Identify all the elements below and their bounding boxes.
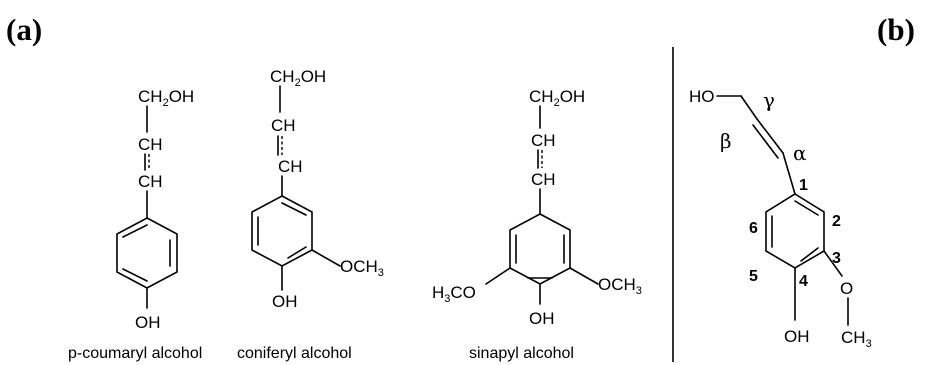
mol3-caption: sinapyl alcohol (469, 345, 574, 362)
mol2-top-group: CH2OH (270, 67, 326, 89)
mol1-bottom-oh: OH (135, 313, 161, 332)
ns-position-3: 3 (832, 250, 841, 267)
molecule-sinapyl-alcohol: CH2OH CH CH OCH3 H3CO OH sinapyl alcohol (432, 87, 642, 362)
mol2-bottom-oh: OH (272, 292, 298, 311)
ns-benzene-ring (765, 193, 825, 269)
ns-position-5: 5 (749, 268, 758, 285)
ns-position-2: 2 (832, 213, 841, 230)
mol3-right-och3: OCH3 (598, 275, 642, 297)
ns-top-ho: HO (689, 87, 715, 106)
ns-ether-o: O (840, 279, 853, 298)
ns-position-4: 4 (799, 273, 808, 290)
mol1-chain-lower: CH (138, 172, 163, 191)
mol2-right-och3: OCH3 (340, 257, 384, 279)
mol2-chain-lower: CH (278, 157, 303, 176)
ns-beta-label: β (720, 129, 732, 153)
mol3-left-h3co: H3CO (432, 283, 476, 305)
mol1-top-group: CH2OH (138, 87, 194, 109)
mol2-caption: coniferyl alcohol (237, 345, 352, 362)
ns-gamma-label: γ (763, 88, 775, 112)
numbered-structure: HO γ β α 1 2 3 4 5 6 OH O CH3 (689, 87, 872, 350)
ns-alpha-label: α (793, 141, 807, 165)
mol2-chain-upper: CH (271, 116, 296, 135)
mol3-top-group: CH2OH (529, 87, 585, 109)
mol3-chain-lower: CH (531, 170, 556, 189)
mol3-chain-upper: CH (531, 131, 556, 150)
mol3-bottom-oh: OH (529, 309, 555, 328)
ns-position-6: 6 (749, 220, 758, 237)
panel-label-b: (b) (877, 12, 915, 47)
ns-methyl: CH3 (841, 328, 872, 350)
ns-bottom-oh: OH (784, 327, 810, 346)
molecule-p-coumaryl-alcohol: CH2OH CH CH OH p-coumaryl alcohol (68, 87, 202, 362)
mol3-benzene-ring (509, 213, 571, 285)
mol1-caption: p-coumaryl alcohol (68, 345, 202, 362)
mol2-benzene-ring (251, 195, 313, 267)
molecule-coniferyl-alcohol: CH2OH CH CH OCH3 OH coniferyl alcohol (237, 67, 384, 362)
ns-position-1: 1 (799, 177, 808, 194)
mol1-chain-upper: CH (138, 135, 163, 154)
mol1-benzene-ring (116, 217, 178, 289)
panel-label-a: (a) (6, 12, 42, 47)
